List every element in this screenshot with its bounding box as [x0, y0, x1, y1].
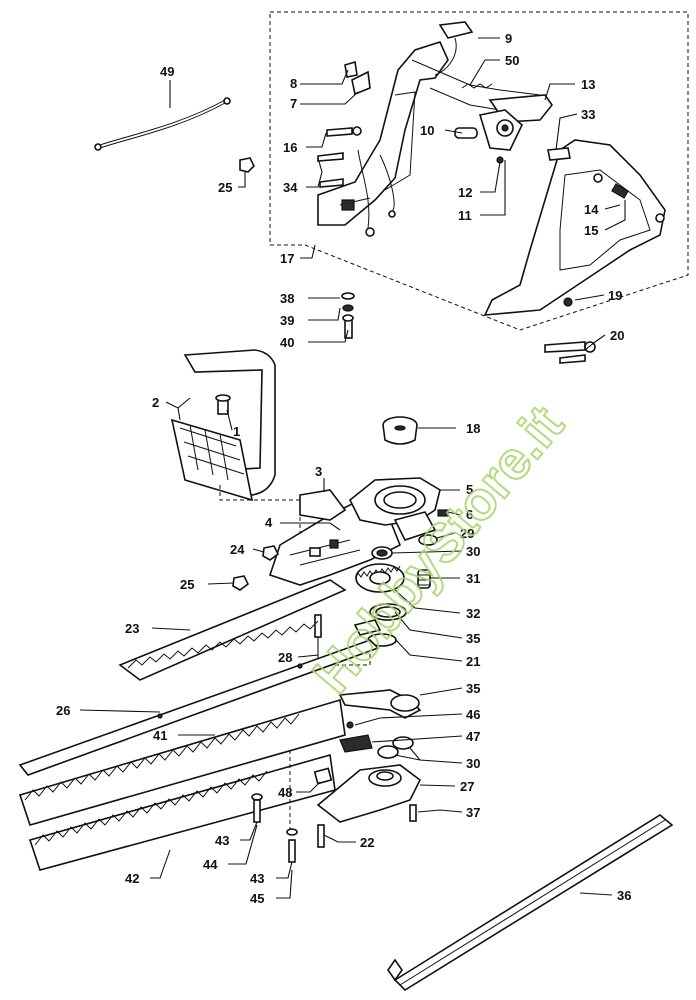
label-50: 50: [505, 53, 519, 68]
label-32: 32: [466, 606, 480, 621]
front-hand-guard: [170, 349, 276, 502]
label-4: 4: [265, 515, 273, 530]
label-26: 26: [56, 703, 70, 718]
label-20: 20: [610, 328, 624, 343]
label-16: 16: [283, 140, 297, 155]
label-34: 34: [283, 180, 298, 195]
label-30-lower: 30: [466, 756, 480, 771]
washers-and-screw: [341, 292, 355, 339]
label-35-lower: 35: [466, 681, 480, 696]
rear-handle-left-half: [317, 41, 549, 237]
drive-gears: [355, 534, 438, 593]
label-37: 37: [466, 805, 480, 820]
label-22: 22: [360, 835, 374, 850]
label-40: 40: [280, 335, 294, 350]
power-cable: [94, 97, 231, 151]
label-14: 14: [584, 202, 599, 217]
handle-assembly-dashed-box: [269, 11, 689, 331]
label-1: 1: [233, 424, 240, 439]
label-25-lower: 25: [180, 577, 194, 592]
nut-25: [232, 575, 250, 591]
label-41: 41: [153, 728, 167, 743]
label-11: 11: [458, 208, 472, 223]
gear-housing: [268, 477, 449, 586]
bearings-upper: [353, 603, 407, 647]
label-2: 2: [152, 395, 159, 410]
blade-bar: [18, 639, 380, 776]
blade-cutter-41: [18, 698, 346, 826]
label-12: 12: [458, 185, 472, 200]
label-5: 5: [466, 482, 473, 497]
label-19: 19: [608, 288, 622, 303]
label-7: 7: [290, 96, 297, 111]
connecting-rod: [338, 689, 422, 753]
gear-housing-lower: [313, 736, 422, 823]
label-31: 31: [466, 571, 480, 586]
label-33: 33: [581, 107, 595, 122]
label-13: 13: [581, 77, 595, 92]
label-49: 49: [160, 64, 174, 79]
rear-handle-right-half: [483, 139, 666, 316]
leader-lines: [79, 37, 626, 899]
label-39: 39: [280, 313, 294, 328]
label-21: 21: [466, 654, 480, 669]
label-42: 42: [125, 871, 139, 886]
label-28: 28: [278, 650, 292, 665]
screw-28: [314, 614, 322, 638]
nut-upper: [239, 157, 255, 173]
screw-28-link: [317, 640, 371, 666]
gear-cap: [382, 416, 418, 445]
label-15: 15: [584, 223, 598, 238]
part-number-labels: 1 2 3 4 5 6 7 8 9 10 11 12 13 14 15 16 1…: [56, 31, 631, 906]
label-46: 46: [466, 707, 480, 722]
guard-link-dashed: [219, 485, 301, 540]
label-47: 47: [466, 729, 480, 744]
label-18: 18: [466, 421, 480, 436]
trigger-assembly: [434, 21, 553, 164]
label-48: 48: [278, 785, 292, 800]
label-27: 27: [460, 779, 474, 794]
label-35-upper: 35: [466, 631, 480, 646]
label-45: 45: [250, 891, 264, 906]
label-3: 3: [315, 464, 322, 479]
label-25-upper: 25: [218, 180, 232, 195]
label-10: 10: [420, 123, 434, 138]
label-38: 38: [280, 291, 294, 306]
label-43-right: 43: [250, 871, 264, 886]
label-43-left: 43: [215, 833, 229, 848]
label-36: 36: [617, 888, 631, 903]
label-29: 29: [460, 526, 474, 541]
label-44: 44: [203, 857, 218, 872]
nut-24: [262, 545, 280, 561]
blade-upper: [118, 579, 347, 681]
label-8: 8: [290, 76, 297, 91]
label-23: 23: [125, 621, 139, 636]
label-30-upper: 30: [466, 544, 480, 559]
label-9: 9: [505, 31, 512, 46]
label-24: 24: [230, 542, 245, 557]
label-17: 17: [280, 251, 294, 266]
label-6: 6: [466, 507, 473, 522]
blade-guard: [387, 814, 674, 992]
